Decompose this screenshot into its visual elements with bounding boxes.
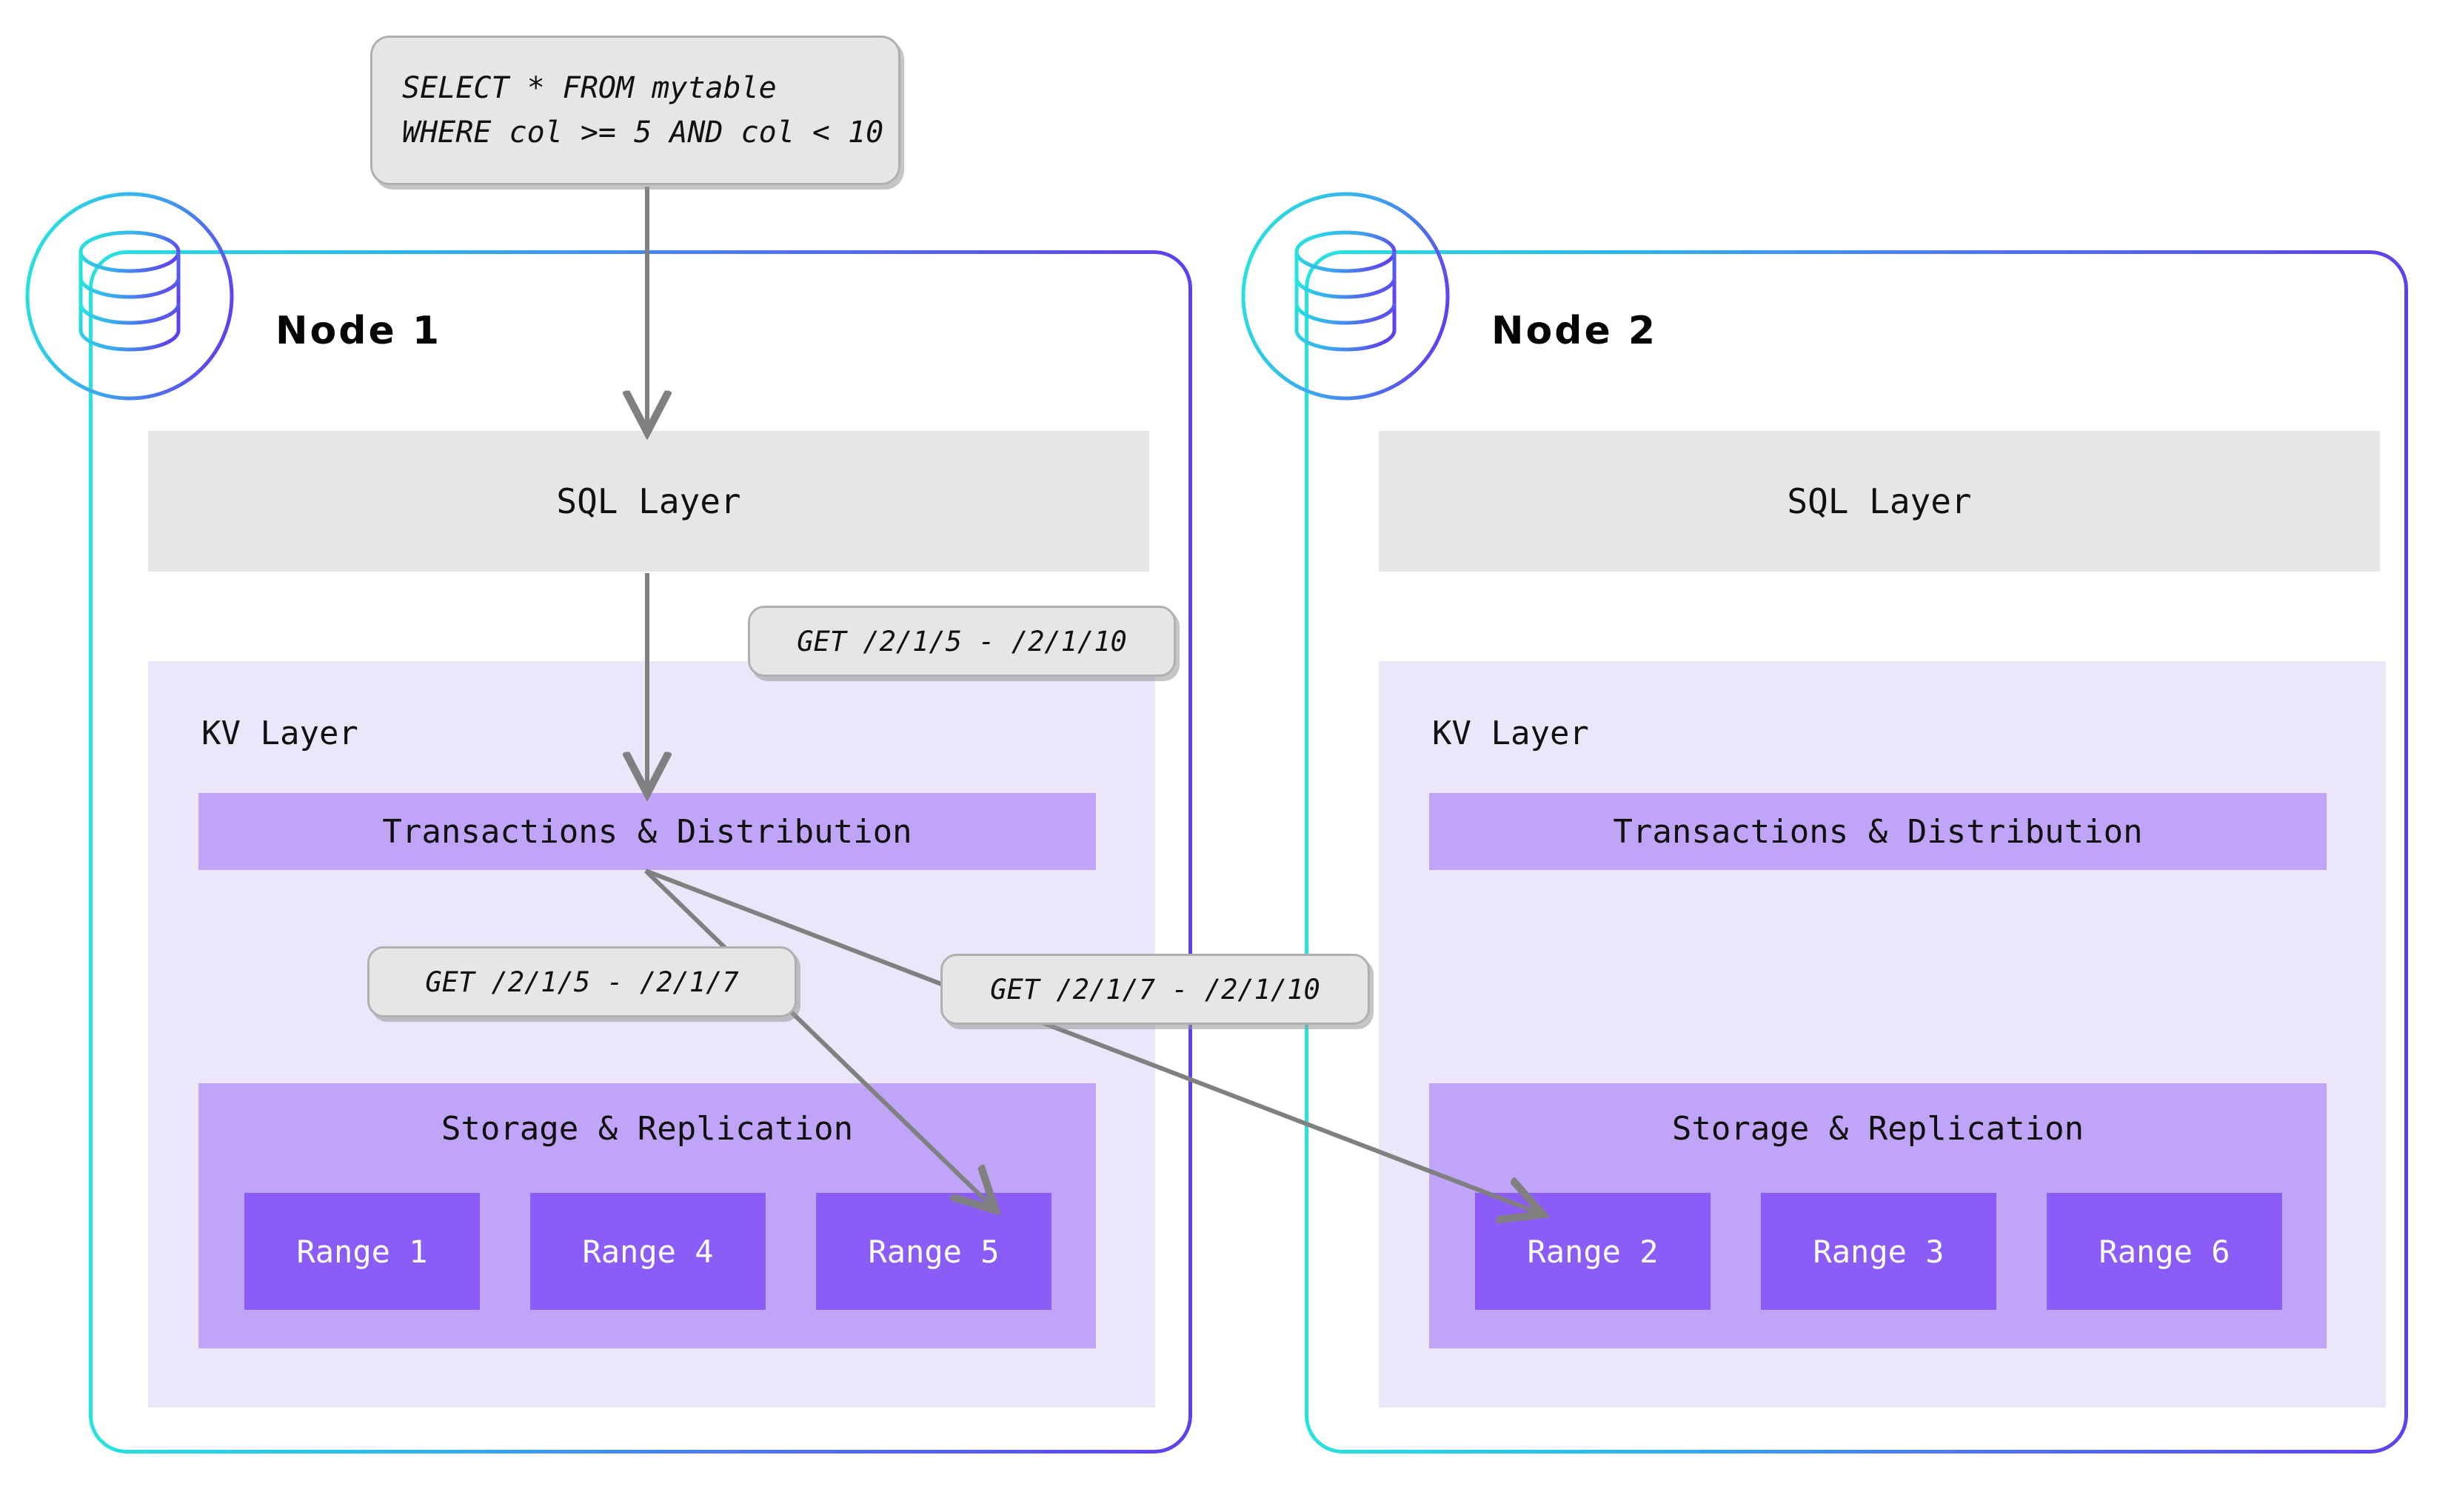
node-1-storage-replication: Storage & Replication Range 1 Range 4 Ra… [198,1083,1096,1348]
node-2-database-badge [1238,189,1453,404]
range-label: Range 2 [1527,1233,1659,1270]
node-2-sql-layer: SQL Layer [1379,431,2380,572]
node-2-storage-label: Storage & Replication [1671,1110,2084,1148]
database-cylinder-icon [25,192,234,401]
node-2-range-row: Range 2 Range 3 Range 6 [1475,1193,2282,1310]
node-1-kv-layer-label: KV Layer [201,715,358,752]
node-1-database-badge [22,189,237,404]
sql-query-line-1: SELECT * FROM mytable [402,71,777,105]
node-2-kv-layer: KV Layer Transactions & Distribution Sto… [1379,661,2386,1408]
node-2-title: Node 2 [1491,309,1658,353]
range-label: Range 6 [2099,1233,2230,1270]
database-cylinder-icon [1241,192,1450,401]
sql-query-callout: SELECT * FROM mytable WHERE col >= 5 AND… [370,36,900,185]
node-2-range-6[interactable]: Range 6 [2047,1193,2282,1310]
range-label: Range 5 [868,1233,1000,1270]
get-callout-local-range: GET /2/1/5 - /2/1/7 [367,946,797,1017]
node-1-kv-layer: KV Layer Transactions & Distribution Sto… [148,661,1155,1408]
node-1-sql-layer: SQL Layer [148,431,1149,572]
node-2-range-3[interactable]: Range 3 [1761,1193,1996,1310]
range-label: Range 4 [582,1233,714,1270]
range-label: Range 1 [296,1233,428,1270]
node-1-storage-label: Storage & Replication [441,1110,854,1148]
node-2-kv-layer-label: KV Layer [1432,715,1589,752]
node-2-sql-layer-label: SQL Layer [1787,481,1972,521]
range-label: Range 3 [1813,1233,1945,1270]
get-callout-remote-range: GET /2/1/7 - /2/1/10 [940,954,1370,1025]
get-callout-label: GET /2/1/5 - /2/1/7 [425,966,739,998]
node-1-transactions-distribution: Transactions & Distribution [198,793,1096,870]
node-1-transactions-label: Transactions & Distribution [382,812,912,851]
node-1-range-5[interactable]: Range 5 [816,1193,1051,1310]
node-2-range-2[interactable]: Range 2 [1475,1193,1711,1310]
node-1-range-4[interactable]: Range 4 [530,1193,766,1310]
get-callout-label: GET /2/1/5 - /2/1/10 [797,625,1127,658]
get-callout-label: GET /2/1/7 - /2/1/10 [990,973,1320,1006]
node-1-sql-layer-label: SQL Layer [556,481,741,521]
node-1-range-row: Range 1 Range 4 Range 5 [244,1193,1051,1310]
get-callout-full-range: GET /2/1/5 - /2/1/10 [748,606,1176,677]
node-1-range-1[interactable]: Range 1 [244,1193,480,1310]
node-2-transactions-distribution: Transactions & Distribution [1429,793,2327,870]
node-1-title: Node 1 [275,309,442,353]
node-2-storage-replication: Storage & Replication Range 2 Range 3 Ra… [1429,1083,2327,1348]
sql-query-line-2: WHERE col >= 5 AND col < 10 [402,116,884,150]
node-2-transactions-label: Transactions & Distribution [1613,812,2143,851]
